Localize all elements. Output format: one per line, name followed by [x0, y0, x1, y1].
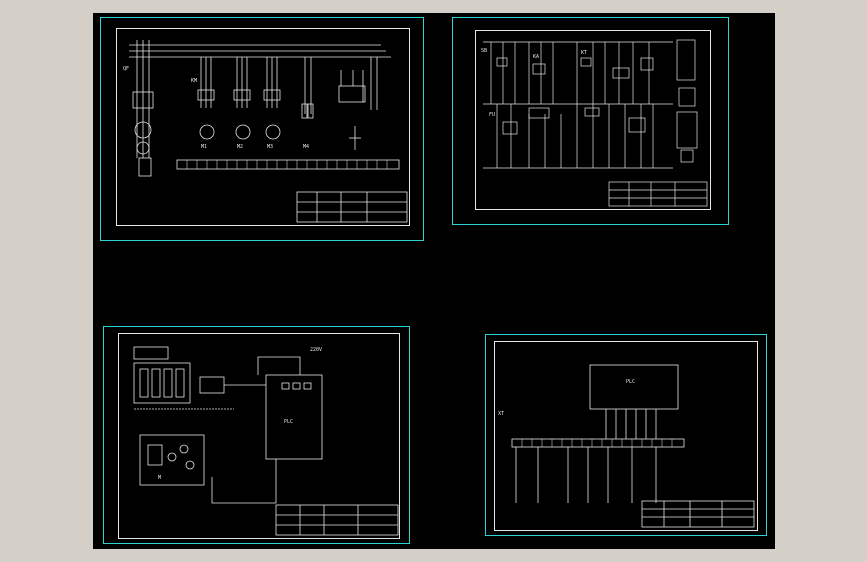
sheet-equipment-layout[interactable]: 220V PLC M [103, 326, 410, 544]
sheet-4-border [494, 341, 758, 531]
label-m4: M4 [303, 144, 310, 150]
label-m: M [158, 475, 162, 481]
sheet-3-layout-drawing [133, 346, 399, 536]
sheet-terminal-wiring[interactable]: XT PLC [485, 334, 767, 536]
sheet-4-wiring-drawing [511, 364, 755, 528]
label-plc-module: PLC [626, 379, 636, 385]
sheet-2-border [475, 30, 711, 210]
sheet-control-circuit[interactable]: SB KA KT FU [452, 17, 729, 225]
label-m3: M3 [267, 144, 274, 150]
label-m2: M2 [237, 144, 244, 150]
drawing-canvas[interactable]: QF KM M1 M2 M3 M4 [93, 13, 775, 549]
sheet-motor-power-circuit[interactable]: QF KM M1 M2 M3 M4 [100, 17, 424, 241]
label-ka: KA [533, 54, 540, 60]
label-plc: PLC [284, 419, 294, 425]
label-xt: XT [498, 411, 505, 417]
sheet-1-border [116, 28, 410, 226]
sheet-3-border [118, 333, 400, 539]
sheet-1-schematic [129, 40, 408, 223]
label-qf: QF [123, 66, 130, 72]
sheet-2-schematic [483, 39, 708, 207]
label-m1: M1 [201, 144, 208, 150]
label-km: KM [191, 78, 198, 84]
label-fu: FU [489, 112, 496, 118]
label-220v: 220V [310, 347, 323, 353]
label-kt: KT [581, 50, 588, 56]
label-sb: SB [481, 48, 488, 54]
